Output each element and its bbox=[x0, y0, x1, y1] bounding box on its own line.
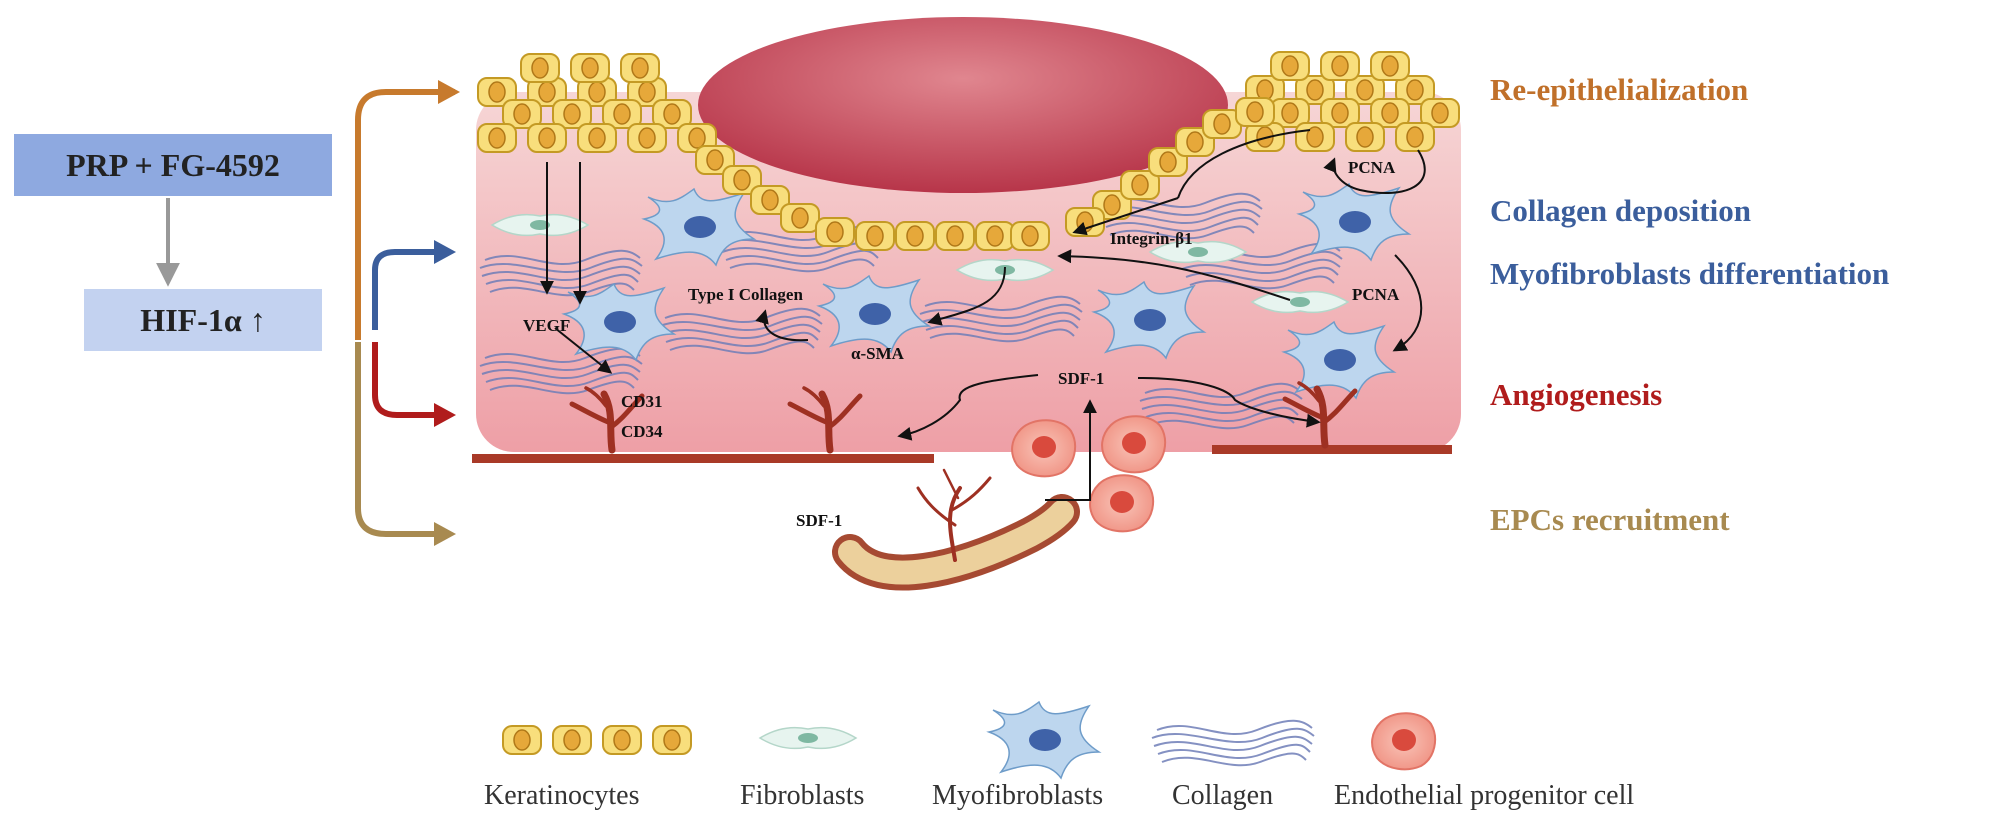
asma-label: α-SMA bbox=[851, 344, 905, 363]
signal-arrows bbox=[540, 129, 1426, 501]
integrin-label: Integrin-β1 bbox=[1110, 229, 1193, 248]
legend-collagen: Collagen bbox=[1172, 780, 1274, 811]
epc-cell bbox=[1089, 474, 1155, 533]
blood-vessel bbox=[832, 468, 1080, 591]
legend-epc: Endothelial progenitor cell bbox=[1334, 780, 1635, 811]
epc-cell bbox=[1101, 415, 1167, 474]
treatment-label: PRP + FG-4592 bbox=[66, 146, 280, 183]
outcome-epc-recruitment: EPCs recruitment bbox=[1490, 502, 1730, 537]
epc-recruitment-arrow bbox=[355, 342, 450, 537]
collagen-arrow bbox=[372, 249, 450, 330]
myofibroblast-icon bbox=[988, 701, 1100, 779]
sdf1-label-dermis: SDF-1 bbox=[1058, 369, 1104, 388]
outcome-collagen-deposition: Collagen deposition bbox=[1490, 193, 1751, 228]
pcna-label-top: PCNA bbox=[1348, 158, 1396, 177]
epc-cell bbox=[1011, 419, 1077, 478]
cd31-label: CD31 bbox=[621, 392, 663, 411]
wound-bed bbox=[698, 17, 1228, 193]
treatment-box: PRP + FG-4592 bbox=[14, 134, 332, 196]
type1-collagen-label: Type I Collagen bbox=[688, 285, 803, 304]
sdf1-label-vessel: SDF-1 bbox=[796, 511, 842, 530]
keratinocyte-layer-left bbox=[477, 53, 717, 153]
legend-myofibroblasts: Myofibroblasts bbox=[932, 780, 1104, 811]
vegf-label: VEGF bbox=[523, 316, 570, 335]
cd34-label: CD34 bbox=[621, 422, 663, 441]
angiogenesis-arrow bbox=[372, 342, 448, 418]
legend-fibroblasts: Fibroblasts bbox=[740, 780, 865, 811]
fibroblast-icon bbox=[759, 726, 857, 750]
fibroblast-cell bbox=[491, 213, 589, 237]
epc-icon bbox=[1371, 712, 1437, 771]
pcna-label-mid: PCNA bbox=[1352, 285, 1400, 304]
keratinocyte-icon bbox=[502, 725, 692, 755]
hif-box: HIF-1α ↑ bbox=[84, 289, 322, 351]
vessel-band-left bbox=[472, 454, 934, 463]
re-epithelialization-arrow bbox=[355, 89, 455, 340]
fibroblast-cell bbox=[1251, 290, 1349, 314]
collagen-icon bbox=[1151, 719, 1315, 767]
vessel-band-right bbox=[1212, 445, 1452, 454]
legend-keratinocytes: Keratinocytes bbox=[484, 780, 640, 811]
hif-label: HIF-1α ↑ bbox=[140, 301, 266, 338]
outcome-re-epithelialization: Re-epithelialization bbox=[1490, 72, 1749, 107]
outcome-angiogenesis: Angiogenesis bbox=[1490, 377, 1663, 412]
outcome-myofibroblast-differentiation: Myofibroblasts differentiation bbox=[1490, 256, 1890, 291]
